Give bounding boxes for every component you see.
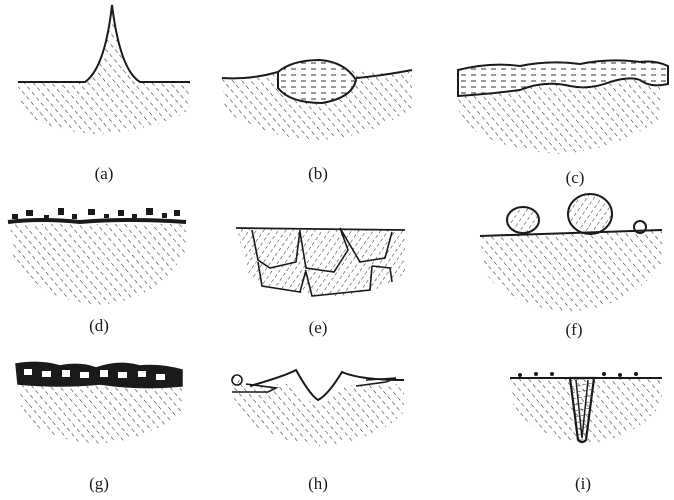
panel-i-caption: (i) [553, 474, 613, 494]
panel-b-drawing [222, 60, 412, 140]
panel-f-drawing [480, 194, 662, 312]
panel-c-caption: (c) [545, 168, 605, 188]
panel-f-caption: (f) [544, 320, 604, 340]
panel-d-drawing [8, 208, 186, 305]
panel-b-caption: (b) [288, 164, 348, 184]
panel-e-drawing [236, 228, 405, 296]
panel-e-caption: (e) [288, 318, 348, 338]
panel-i-drawing [510, 372, 662, 444]
panel-g-caption: (g) [69, 474, 129, 494]
panel-h-caption: (h) [288, 474, 348, 494]
panel-a-drawing [18, 5, 190, 134]
panel-d-caption: (d) [69, 316, 129, 336]
panel-g-drawing [16, 362, 182, 444]
panel-c-drawing [458, 60, 668, 154]
panel-a-caption: (a) [74, 164, 134, 184]
panel-h-drawing [232, 370, 404, 446]
